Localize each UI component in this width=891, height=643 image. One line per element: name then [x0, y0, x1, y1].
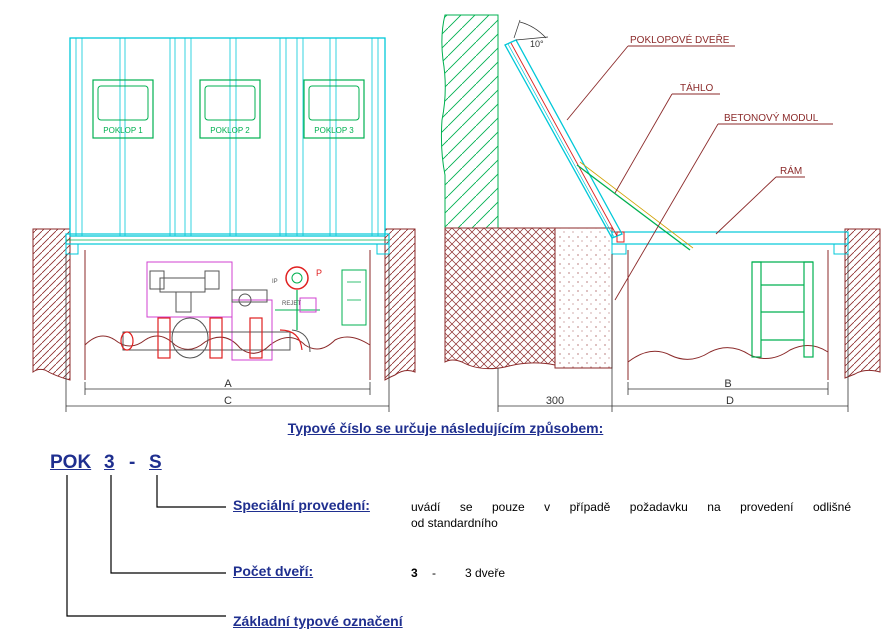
concrete-module [554, 227, 613, 369]
opened-door [504, 19, 694, 251]
doors-text: 3 dveře [465, 566, 506, 580]
dim-c: C [224, 395, 232, 407]
doors-separator: - [432, 566, 436, 580]
frame-section [611, 231, 849, 245]
section-view: 10° POKLOPOVÉ DVEŘE TÁHLO BETONOVÝ MODUL… [440, 14, 881, 412]
special-description: uvádí se pouze v případě požadavku na pr… [411, 499, 851, 531]
code-part-pok: POK [50, 452, 92, 473]
wall-hatched [440, 14, 499, 229]
cover-2-label: POKLOP 2 [210, 126, 250, 135]
basic-label: Základní typové označení [233, 613, 403, 629]
cover-1: POKLOP 1 [92, 79, 154, 139]
legend-leaders [66, 475, 226, 617]
cover-2: POKLOP 2 [199, 79, 261, 139]
door-panels-frame [69, 37, 386, 237]
callout-door: POKLOPOVÉ DVEŘE [630, 33, 730, 46]
special-label: Speciální provedení: [233, 497, 370, 513]
type-code-heading: Typové číslo se určuje následujícím způs… [287, 420, 604, 436]
ground-left [32, 228, 71, 381]
cover-3: POKLOP 3 [303, 79, 365, 139]
doors-label: Počet dveří: [233, 563, 314, 579]
pit-bottom-line [84, 335, 371, 354]
dim-300: 300 [546, 395, 564, 407]
callout-rod: TÁHLO [680, 81, 714, 94]
dim-b: B [724, 378, 731, 390]
frame-base [65, 233, 390, 245]
code-part-special: S [149, 452, 162, 473]
pipe-equipment: IP REJET P [120, 261, 367, 361]
special-description-line-1: uvádí se pouze v případě požadavku na pr… [411, 500, 851, 514]
special-description-line-2: od standardního [411, 516, 498, 530]
ground-right [384, 228, 416, 381]
dim-a: A [224, 378, 232, 390]
p-label: P [316, 268, 322, 278]
dimensions-right [497, 254, 849, 412]
reset-label: REJET [282, 301, 301, 307]
code-part-doors: 3 [104, 452, 115, 473]
angle-label: 10° [530, 39, 544, 49]
code-separator: - [129, 452, 136, 473]
callout-concrete: BETONOVÝ MODUL [724, 111, 819, 124]
cover-3-label: POKLOP 3 [314, 126, 354, 135]
doors-value: 3 [411, 566, 418, 580]
soil-crosshatch [444, 227, 556, 370]
ground-right-section [844, 228, 881, 379]
ip-label: IP [272, 279, 278, 285]
callout-frame: RÁM [780, 164, 802, 177]
callout-leaders [566, 45, 833, 301]
cover-1-label: POKLOP 1 [103, 126, 143, 135]
dimensions-left [65, 254, 390, 412]
technical-drawing: POKLOP 1 POKLOP 2 POKLOP 3 [32, 14, 881, 412]
ladder [751, 261, 814, 358]
front-view: POKLOP 1 POKLOP 2 POKLOP 3 [32, 37, 416, 412]
dim-d: D [726, 395, 734, 407]
